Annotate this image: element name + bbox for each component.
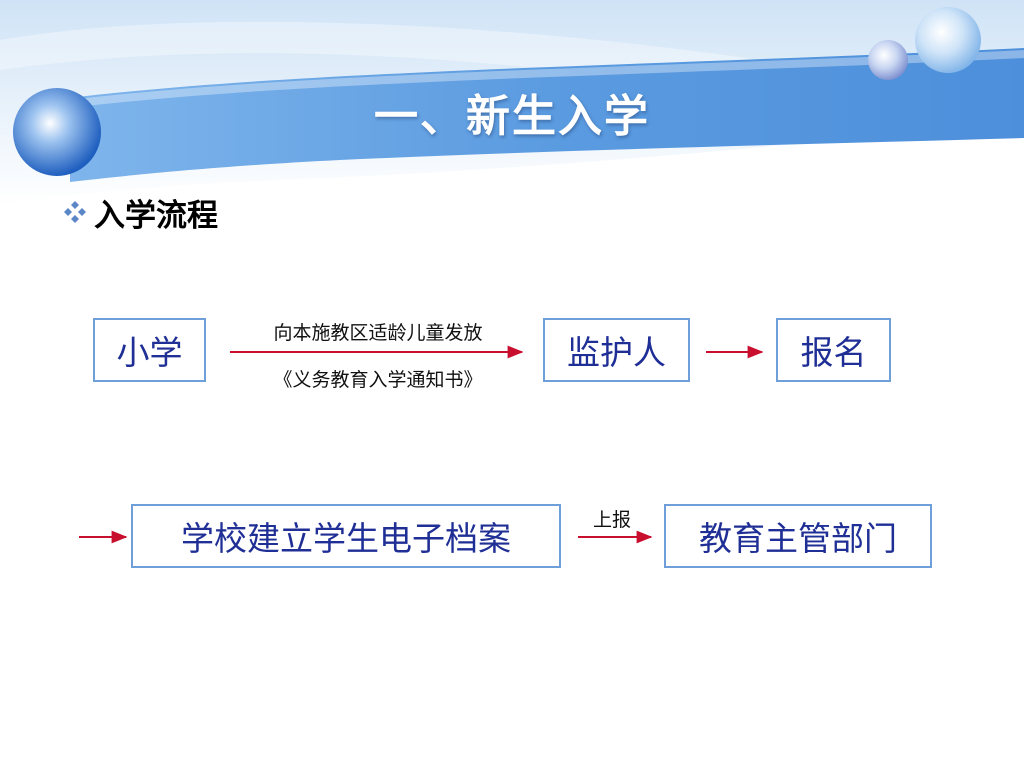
header-blue-band [70, 48, 1024, 182]
node-school-archive: 学校建立学生电子档案 [131, 504, 561, 568]
diamond-bullet-icon [64, 201, 86, 223]
node-guardian: 监护人 [543, 318, 690, 382]
page-title: 一、新生入学 [374, 91, 650, 142]
header-banner [0, 0, 1024, 205]
bullet-text: 入学流程 [94, 197, 218, 234]
orb-top-right [915, 7, 981, 73]
bullet-item: 入学流程 [62, 192, 218, 234]
orb-small [868, 40, 908, 80]
edge-label-notice-line1: 向本施教区适龄儿童发放 [273, 322, 483, 344]
orb-large [13, 88, 101, 176]
node-education-department: 教育主管部门 [664, 504, 932, 568]
node-primary-school: 小学 [93, 318, 206, 382]
header-band-highlight [70, 50, 1024, 108]
node-register: 报名 [776, 318, 891, 382]
edge-label-notice-line2: 《义务教育入学通知书》 [273, 369, 483, 391]
edge-label-report: 上报 [592, 509, 631, 531]
